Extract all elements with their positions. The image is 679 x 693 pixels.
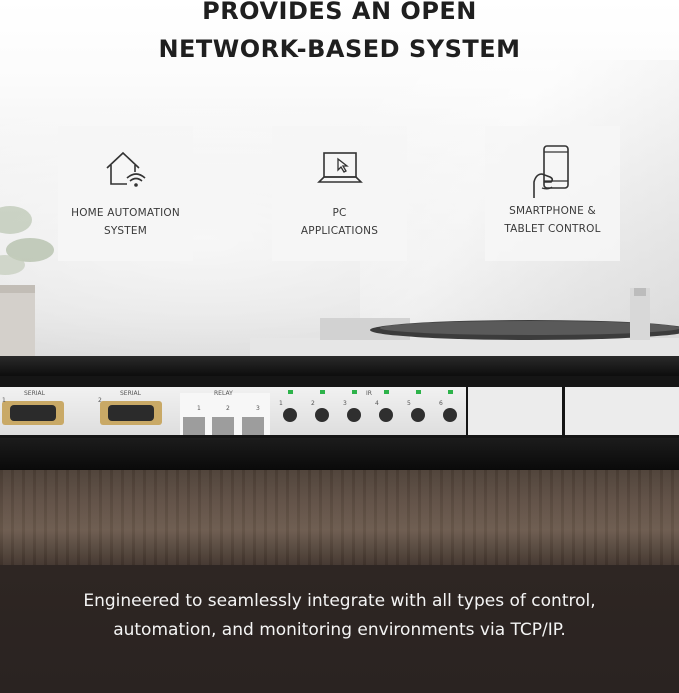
relay-1-number: 1: [197, 405, 201, 412]
device-blank-panel: [468, 387, 562, 435]
card-label-line-1: HOME AUTOMATION: [71, 207, 180, 219]
card-smartphone-tablet: SMARTPHONE & TABLET CONTROL: [485, 126, 620, 261]
wood-grain: [0, 470, 679, 570]
relay-3-number: 3: [256, 405, 260, 412]
laptop-cursor-icon: [316, 152, 363, 183]
card-label-line-1: SMARTPHONE &: [509, 205, 596, 217]
headline-line-2: NETWORK-BASED SYSTEM: [158, 35, 521, 63]
ir-3-number: 3: [343, 400, 347, 407]
card-label-line-2: APPLICATIONS: [300, 225, 379, 237]
wood-shelf: [0, 470, 679, 570]
turntable-decoration: [250, 288, 679, 360]
control-device: SERIAL 1 SERIAL 2 RELAY 1 2 3 IR 1 2 3 4…: [0, 356, 679, 474]
card-label-line-1: PC: [332, 207, 347, 219]
relay-label: RELAY: [214, 390, 233, 397]
serial-label-2: SERIAL: [120, 390, 141, 397]
caption-band: [0, 565, 679, 693]
card-label: HOME AUTOMATION SYSTEM: [71, 204, 180, 240]
ir-label: IR: [366, 390, 372, 397]
ir-1-number: 1: [279, 400, 283, 407]
ir-4-number: 4: [375, 400, 379, 407]
card-label-line-2: TABLET CONTROL: [504, 223, 601, 235]
card-home-automation: HOME AUTOMATION SYSTEM: [58, 126, 193, 261]
caption-line-1: Engineered to seamlessly integrate with …: [83, 591, 596, 611]
card-pc-applications: PC APPLICATIONS: [272, 126, 407, 261]
device-bottom-edge: [0, 438, 679, 474]
card-label: SMARTPHONE & TABLET CONTROL: [504, 202, 600, 238]
device-blank-panel-2: [565, 387, 679, 435]
device-front-panel: SERIAL 1 SERIAL 2 RELAY 1 2 3 IR 1 2 3 4…: [0, 387, 466, 435]
headline: PROVIDES AN OPEN NETWORK-BASED SYSTEM: [0, 0, 679, 68]
card-label-line-2: SYSTEM: [103, 225, 148, 237]
relay-2-number: 2: [226, 405, 230, 412]
home-wifi-icon: [105, 151, 146, 187]
caption-line-2: automation, and monitoring environments …: [113, 620, 566, 640]
smartphone-hand-icon: [532, 145, 569, 198]
headline-line-1: PROVIDES AN OPEN: [202, 0, 477, 25]
serial-label: SERIAL: [24, 390, 45, 397]
plant-decoration: [0, 206, 54, 360]
serial-2-number: 2: [98, 397, 102, 404]
serial-1-number: 1: [2, 397, 6, 404]
ir-6-number: 6: [439, 400, 443, 407]
caption: Engineered to seamlessly integrate with …: [0, 587, 679, 645]
card-label: PC APPLICATIONS: [301, 204, 378, 240]
device-top-edge: [0, 356, 679, 376]
ir-2-number: 2: [311, 400, 315, 407]
device-ports: [2, 390, 457, 435]
ir-5-number: 5: [407, 400, 411, 407]
